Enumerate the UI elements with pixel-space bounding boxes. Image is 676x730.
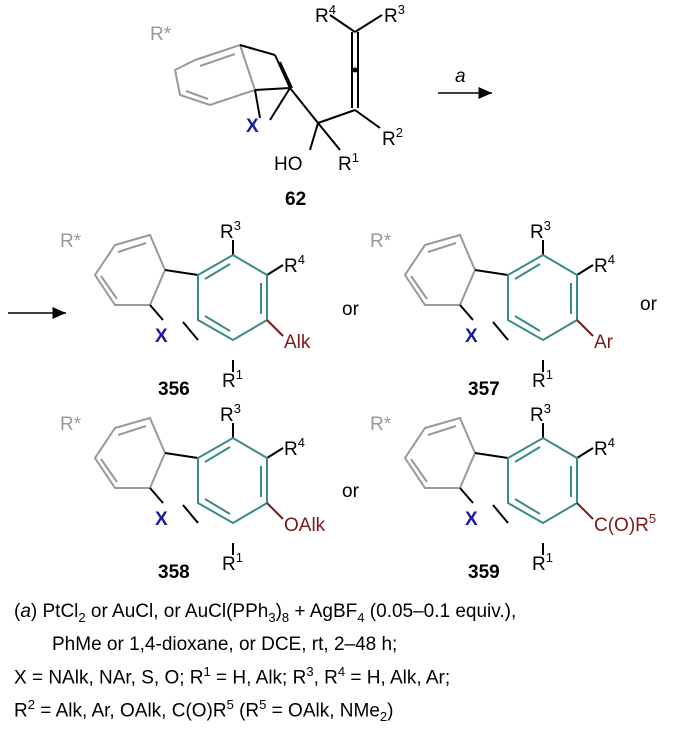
svg-text:R3: R3: [530, 218, 551, 243]
svg-text:R3: R3: [220, 401, 241, 426]
svg-text:R4: R4: [284, 435, 305, 460]
svg-text:R*: R*: [370, 231, 392, 252]
svg-text:X: X: [465, 509, 478, 530]
r3-label: R3: [384, 2, 405, 27]
reaction-scheme: R* X HO R1 R2 R3 R4 62 a: [8, 2, 658, 583]
conditions-line-2: PhMe or 1,4-dioxane, or DCE, rt, 2–48 h;: [52, 633, 398, 655]
reaction-conditions: (a) PtCl2 or AuCl, or AuCl(PPh3)8 + AgBF…: [14, 598, 674, 730]
svg-text:R4: R4: [594, 435, 615, 460]
hydroxy-label: HO: [274, 154, 303, 175]
svg-text:R1: R1: [532, 367, 553, 392]
svg-text:R1: R1: [222, 550, 243, 575]
r-star-label: R*: [150, 24, 172, 45]
svg-text:R1: R1: [532, 550, 553, 575]
compound-id-62: 62: [285, 189, 306, 210]
svg-text:Alk: Alk: [284, 332, 311, 353]
product-356: R* X R3 R4 R1 Alk 356: [60, 218, 311, 400]
svg-text:X: X: [465, 326, 478, 347]
svg-text:R*: R*: [60, 414, 82, 435]
product-359: R* X R3 R4 R1 C(O)R5 359: [370, 401, 656, 583]
svg-text:R3: R3: [220, 218, 241, 243]
heteroatom-x: X: [246, 116, 259, 137]
svg-text:359: 359: [468, 562, 500, 583]
svg-text:OAlk: OAlk: [284, 515, 326, 536]
svg-text:356: 356: [158, 379, 190, 400]
conditions-line-3: X = NAlk, NAr, S, O; R1 = H, Alk; R3, R4…: [14, 663, 451, 689]
compound-62: R* X HO R1 R2 R3 R4 62: [150, 2, 405, 210]
arrow-label: a: [455, 66, 466, 87]
svg-text:Ar: Ar: [594, 332, 614, 353]
or-3: or: [342, 481, 360, 502]
conditions-line-1: (a) PtCl2 or AuCl, or AuCl(PPh3)8 + AgBF…: [14, 601, 517, 625]
or-1: or: [342, 299, 360, 320]
svg-text:R*: R*: [370, 414, 392, 435]
svg-text:357: 357: [468, 379, 500, 400]
svg-text:C(O)R5: C(O)R5: [594, 511, 656, 536]
svg-text:X: X: [155, 326, 168, 347]
r1-label: R1: [338, 150, 359, 175]
svg-text:R1: R1: [222, 367, 243, 392]
product-357: R* X R3 R4 R1 Ar 357: [370, 218, 615, 400]
r4-label: R4: [315, 2, 336, 27]
svg-text:358: 358: [158, 562, 190, 583]
svg-text:R4: R4: [594, 252, 615, 277]
conditions-line-4: R2 = Alk, Ar, OAlk, C(O)R5 (R5 = OAlk, N…: [14, 697, 394, 725]
svg-text:X: X: [155, 509, 168, 530]
or-2: or: [640, 294, 658, 315]
svg-text:R*: R*: [60, 231, 82, 252]
product-358: R* X R3 R4 R1 OAlk 358: [60, 401, 326, 583]
svg-text:R3: R3: [530, 401, 551, 426]
svg-text:R4: R4: [284, 252, 305, 277]
r2-label: R2: [382, 125, 403, 150]
